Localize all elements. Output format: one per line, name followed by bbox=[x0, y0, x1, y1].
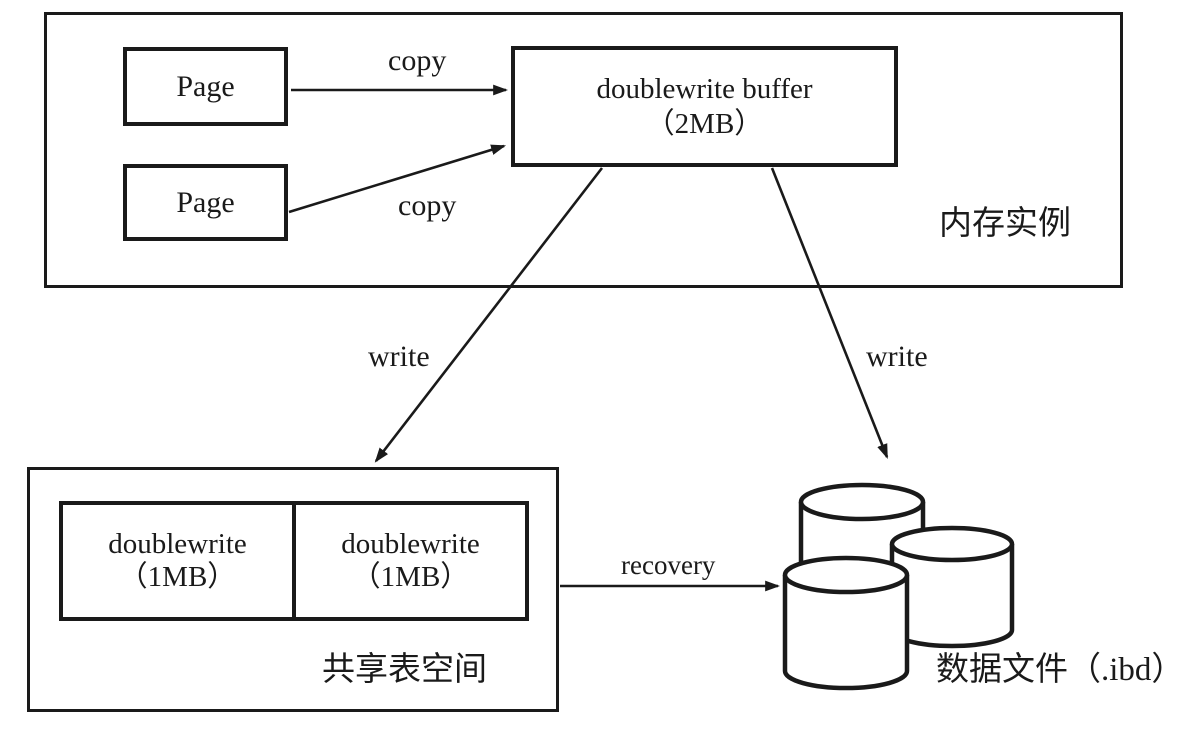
doublewrite-segment-2-title: doublewrite bbox=[341, 527, 480, 560]
write-label-right: write bbox=[866, 340, 928, 373]
copy-arrow-bottom bbox=[288, 144, 507, 214]
page-box-1: Page bbox=[123, 47, 288, 126]
page-box-2-label: Page bbox=[176, 185, 235, 219]
memory-instance-box bbox=[44, 12, 1123, 288]
doublewrite-segments-box: doublewrite （1MB） doublewrite （1MB） bbox=[59, 501, 529, 621]
data-file-cylinders bbox=[782, 482, 1015, 691]
doublewrite-segment-1: doublewrite （1MB） bbox=[63, 505, 292, 617]
doublewrite-segment-1-title: doublewrite bbox=[108, 527, 247, 560]
cylinder-back-right-icon bbox=[889, 525, 1015, 649]
cylinder-front-icon bbox=[782, 555, 910, 691]
data-files-label: 数据文件（.ibd） bbox=[936, 652, 1178, 688]
doublewrite-segment-2-size: （1MB） bbox=[351, 561, 470, 593]
copy-label-top: copy bbox=[388, 44, 447, 77]
doublewrite-segment-2: doublewrite （1MB） bbox=[292, 505, 525, 617]
write-label-left: write bbox=[368, 340, 430, 373]
doublewrite-buffer-title: doublewrite buffer bbox=[596, 72, 813, 105]
shared-tablespace-box bbox=[27, 467, 559, 712]
recovery-label: recovery bbox=[621, 550, 716, 580]
doublewrite-buffer-size: （2MB） bbox=[645, 107, 764, 140]
doublewrite-segment-1-size: （1MB） bbox=[118, 561, 237, 593]
copy-label-bottom: copy bbox=[398, 189, 457, 222]
page-box-2: Page bbox=[123, 164, 288, 241]
write-arrow-right bbox=[770, 167, 889, 459]
memory-instance-label: 内存实例 bbox=[939, 206, 1071, 242]
page-box-1-label: Page bbox=[176, 69, 235, 103]
shared-tablespace-label: 共享表空间 bbox=[322, 652, 487, 688]
write-arrow-left bbox=[374, 167, 604, 463]
doublewrite-buffer-box: doublewrite buffer （2MB） bbox=[511, 46, 898, 167]
